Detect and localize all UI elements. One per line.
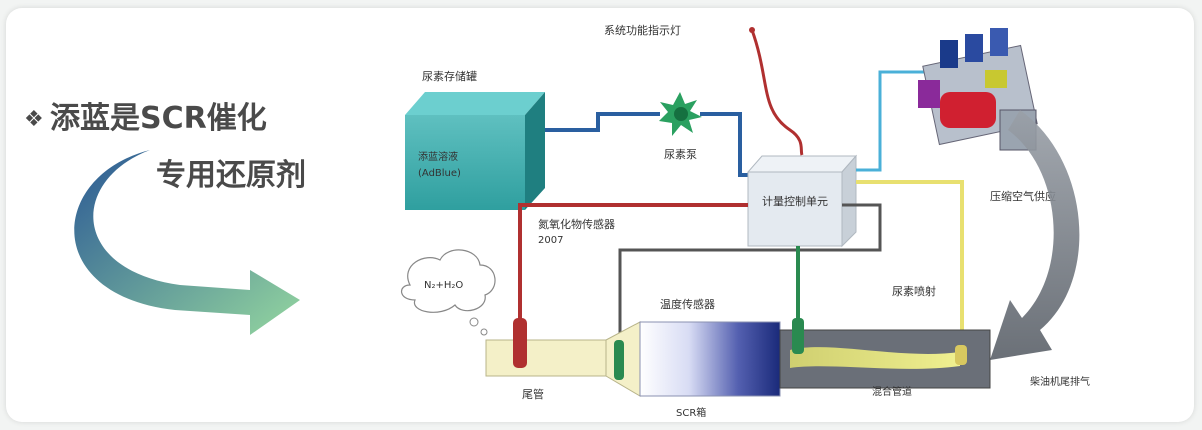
mixing-pipe-label: 混合管道 [872, 385, 912, 398]
tailpipe-label: 尾管 [522, 387, 544, 401]
urea-tank [405, 92, 545, 210]
urea-pump-icon [659, 92, 702, 136]
urea-supply-line [545, 112, 660, 132]
nox-sensor-line [518, 203, 748, 320]
dark-signal-line [618, 203, 882, 350]
tank-content-line-2: (AdBlue) [418, 168, 461, 179]
title-bullet-icon: ❖ [24, 107, 44, 132]
nox-sensor-code: 2007 [538, 235, 563, 246]
urea-injection-label: 尿素喷射 [892, 284, 936, 298]
urea-nozzle [955, 345, 967, 365]
indicator-wire [750, 29, 804, 156]
nox-sensor-probe [513, 318, 527, 368]
indicator-light-icon [749, 27, 755, 33]
scr-box-label: SCR箱 [676, 406, 706, 419]
cloud-label: N₂+H₂O [424, 280, 463, 291]
control-unit-label: 计量控制单元 [762, 194, 828, 208]
engine-icon [918, 28, 1038, 151]
temp-sensor-label: 温度传感器 [660, 297, 715, 311]
title-line-1: 添蓝是SCR催化 [50, 101, 267, 136]
tank-label: 尿素存储罐 [422, 69, 477, 83]
pump-to-control-line [700, 112, 748, 177]
engine-exhaust-label: 柴油机尾排气 [1030, 375, 1090, 388]
temp-sensor-probe [792, 318, 804, 354]
air-supply-line [856, 70, 945, 172]
title-line-2: 专用还原剂 [156, 158, 306, 193]
curved-arrow-icon [74, 150, 300, 335]
yellow-line [856, 180, 964, 355]
emission-cloud-icon [401, 249, 496, 313]
tank-content-line-1: 添蓝溶液 [418, 150, 458, 163]
nox-sensor-label: 氮氧化物传感器 [538, 217, 615, 231]
pump-label: 尿素泵 [664, 148, 697, 161]
control-unit [746, 154, 858, 248]
engine-air-label: 压缩空气供应 [990, 189, 1056, 203]
exhaust-pipe [485, 321, 991, 397]
indicator-light-label: 系统功能指示灯 [604, 23, 681, 37]
upstream-temp-probe [614, 340, 624, 380]
exhaust-flow-arrow-icon [990, 110, 1080, 360]
